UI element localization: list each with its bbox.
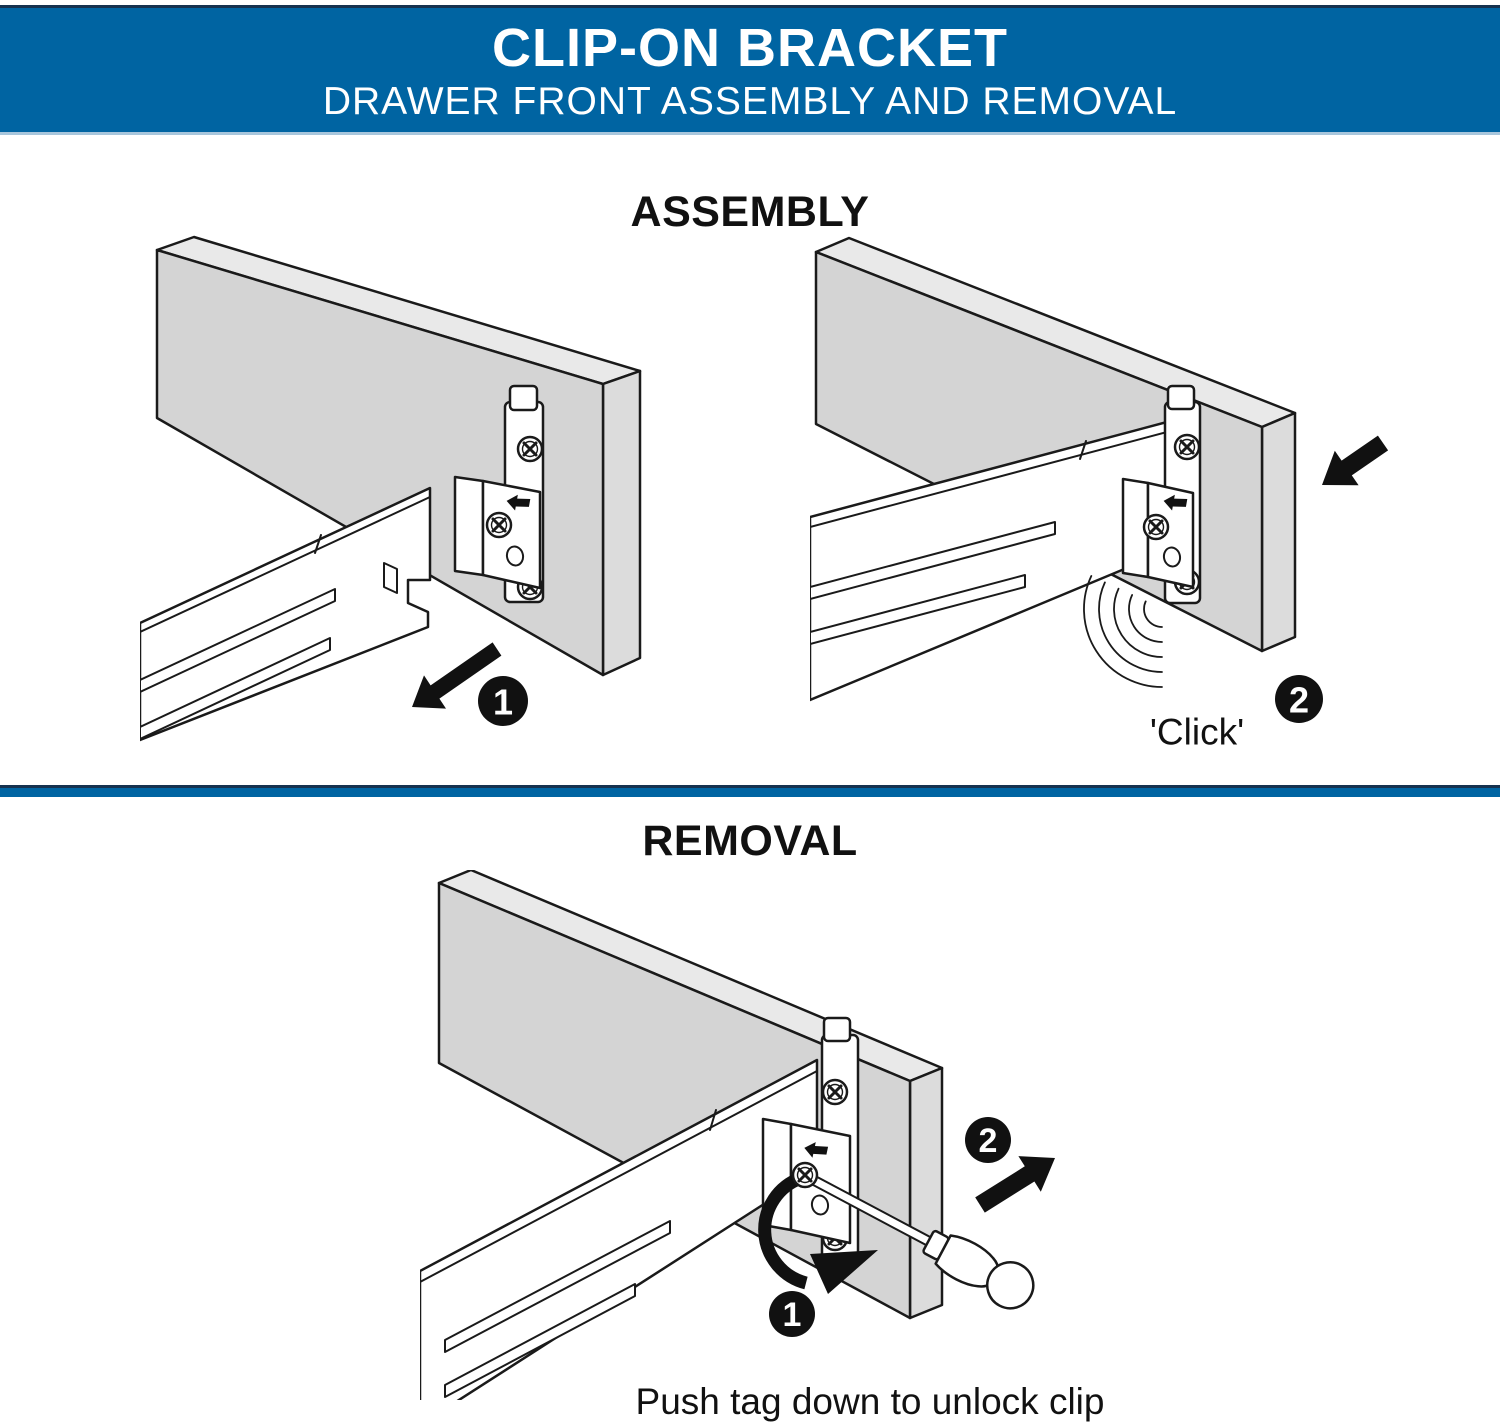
page-subtitle: DRAWER FRONT ASSEMBLY AND REMOVAL xyxy=(322,80,1178,123)
rail-slot xyxy=(444,1220,671,1353)
slide-rail xyxy=(140,486,432,742)
assembly-step2-illustration: 'Click' 2 xyxy=(810,236,1389,753)
step-number: 2 xyxy=(979,1122,998,1160)
assembly-heading: ASSEMBLY xyxy=(630,188,870,236)
clip-body xyxy=(1121,477,1195,589)
screw-icon xyxy=(1142,513,1170,541)
screw-icon xyxy=(516,435,544,463)
page-title: CLIP-ON BRACKET xyxy=(492,18,1008,78)
mounting-bracket xyxy=(1121,384,1202,605)
step-number: 1 xyxy=(783,1296,802,1334)
slide-rail xyxy=(810,416,1184,702)
rail-slot xyxy=(140,637,331,740)
rail-seam xyxy=(709,1109,717,1131)
bracket-hook-tab xyxy=(822,1016,852,1043)
step-badge: 2 xyxy=(1275,675,1323,723)
rail-hook-tab xyxy=(383,562,398,594)
rail-seam xyxy=(314,534,322,554)
removal-caption: Push tag down to unlock clip xyxy=(635,1381,1105,1422)
sound-arcs-icon xyxy=(1083,575,1163,688)
click-label: 'Click' xyxy=(1150,712,1244,753)
rail-slot xyxy=(140,588,336,693)
removal-heading: REMOVAL xyxy=(642,817,858,865)
rail-slot xyxy=(444,1283,636,1398)
screw-icon xyxy=(485,511,513,539)
rail-slot xyxy=(810,574,1026,645)
mounting-bracket xyxy=(453,384,545,604)
step-badge: 2 xyxy=(965,1117,1011,1163)
screw-icon xyxy=(821,1078,849,1106)
rail-slot xyxy=(810,521,1056,600)
direction-arrow-icon xyxy=(975,1156,1055,1213)
section-divider xyxy=(0,785,1500,797)
slide-rail xyxy=(420,1058,819,1400)
step-number: 1 xyxy=(493,682,513,723)
clip-hole xyxy=(810,1194,830,1216)
bracket-hook-tab xyxy=(1166,384,1196,411)
clip-hole xyxy=(505,545,525,567)
direction-arrow-icon xyxy=(412,642,502,709)
rotate-arrow-icon xyxy=(758,1171,878,1294)
screw-icon xyxy=(791,1161,819,1189)
assembly-step1-illustration: 1 xyxy=(140,235,642,742)
direction-arrow-icon xyxy=(1322,435,1389,486)
step-badge: 1 xyxy=(478,676,528,726)
header-banner: CLIP-ON BRACKET DRAWER FRONT ASSEMBLY AN… xyxy=(0,5,1500,135)
screw-icon xyxy=(1173,433,1201,461)
clip-body xyxy=(453,475,542,590)
step-badge: 1 xyxy=(769,1291,815,1337)
screwdriver-handle-end xyxy=(986,1261,1035,1310)
clip-hole xyxy=(1162,546,1182,568)
step-number: 2 xyxy=(1289,680,1309,721)
rail-seam xyxy=(1079,440,1087,460)
bracket-hook-tab xyxy=(508,384,539,412)
removal-illustration: 1 2 xyxy=(420,870,1055,1400)
